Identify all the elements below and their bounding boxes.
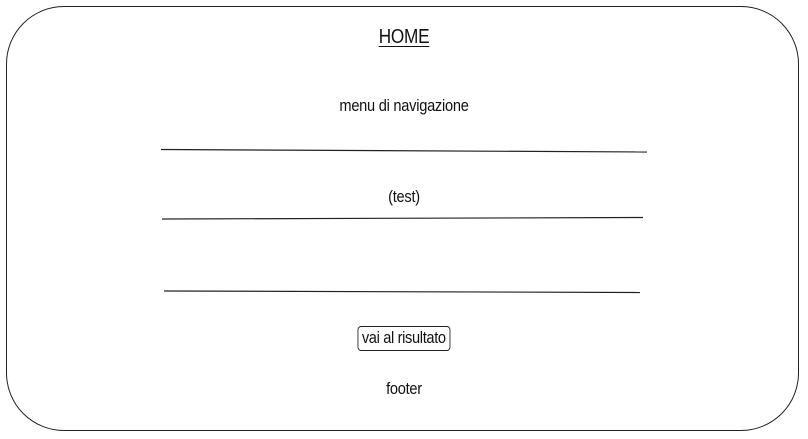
test-label: (test) bbox=[388, 187, 420, 206]
navigation-menu[interactable]: menu di navigazione bbox=[339, 96, 469, 115]
page-title: HOME bbox=[378, 26, 430, 48]
footer: footer bbox=[386, 379, 422, 398]
result-button-container: vai al risultato bbox=[0, 326, 808, 351]
go-to-result-button[interactable]: vai al risultato bbox=[357, 326, 451, 351]
page-frame bbox=[6, 6, 799, 431]
